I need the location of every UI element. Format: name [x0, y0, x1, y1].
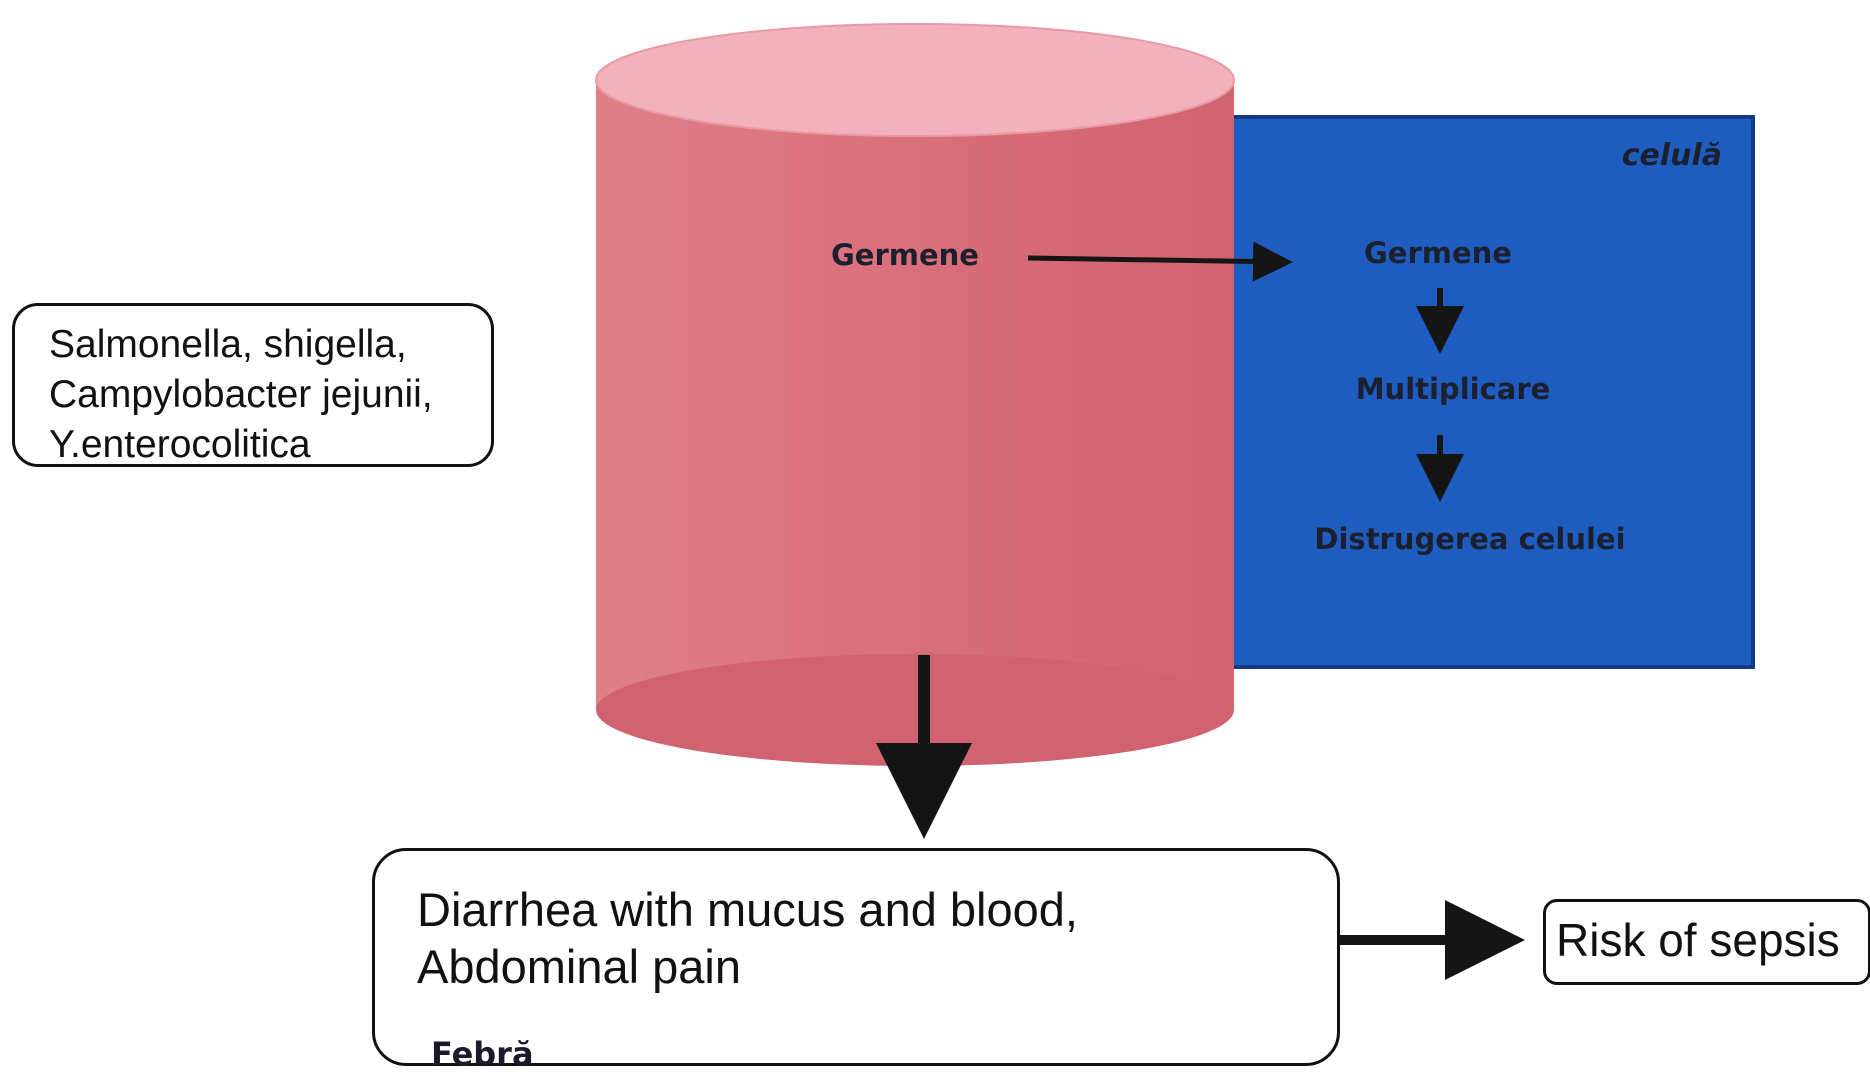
- symptoms-line: Diarrhea with mucus and blood,: [417, 881, 1337, 938]
- organisms-box: Salmonella, shigella, Campylobacter jeju…: [12, 303, 494, 467]
- cell-step-multiplication: Multiplicare: [1356, 372, 1551, 406]
- vessel-bottom: [596, 654, 1234, 766]
- organisms-line: Campylobacter jejunii,: [49, 370, 491, 420]
- symptoms-box: Diarrhea with mucus and blood, Abdominal…: [372, 848, 1340, 1066]
- organisms-line: Salmonella, shigella,: [49, 320, 491, 370]
- vessel-cylinder: [596, 24, 1234, 766]
- cell-step-germs: Germene: [1364, 236, 1512, 270]
- organisms-line: Y.enterocolitica: [49, 420, 491, 470]
- vessel-germs-label: Germene: [831, 238, 979, 272]
- cell-step-destruction: Distrugerea celulei: [1314, 522, 1625, 556]
- sepsis-box: Risk of sepsis: [1543, 899, 1870, 985]
- cell-title: celulă: [1622, 138, 1722, 173]
- vessel-top: [596, 24, 1234, 136]
- fever-label: Febră: [431, 1026, 534, 1083]
- sepsis-label: Risk of sepsis: [1556, 914, 1840, 966]
- symptoms-line: Abdominal pain: [417, 938, 1337, 995]
- vessel-body: [596, 80, 1234, 710]
